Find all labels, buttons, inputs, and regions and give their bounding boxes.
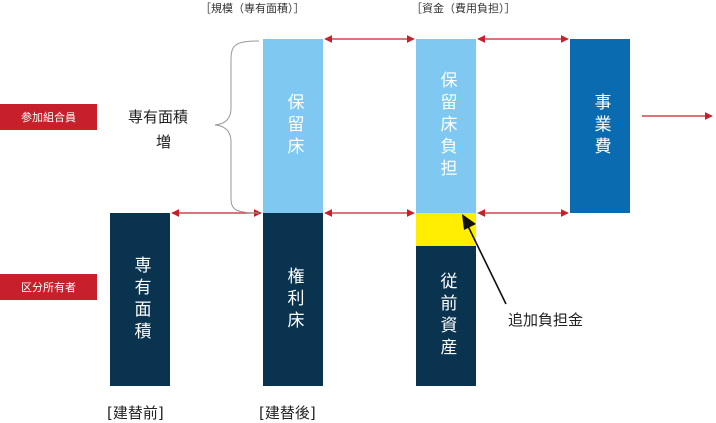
funds-header: ［資金（費用負担）］ xyxy=(411,2,516,15)
owners-badge: 区分所有者 xyxy=(0,274,97,300)
members-badge: 参加組合員 xyxy=(0,104,97,130)
before-rebuild-footer: [建替前] xyxy=(107,404,164,422)
reserved-floor-burden-box: 保留床負担 xyxy=(416,39,476,213)
rights-floor-box: 権利床 xyxy=(263,213,323,386)
area-increase-label-line2: 増 xyxy=(156,133,172,151)
before-area-box: 専有面積 xyxy=(110,213,170,386)
reserved-floor-label: 保留床 xyxy=(283,93,304,159)
before-area-label: 専有面積 xyxy=(130,255,151,344)
after-rebuild-footer: [建替後] xyxy=(259,404,316,422)
previous-assets-box: 従前資産 xyxy=(416,246,476,386)
additional-burden-pointer-head xyxy=(462,214,476,230)
project-cost-label: 事業費 xyxy=(590,93,611,159)
area-increase-brace xyxy=(214,40,260,214)
additional-burden-pointer xyxy=(465,221,507,305)
project-cost-box: 事業費 xyxy=(570,39,630,213)
previous-assets-label: 従前資産 xyxy=(436,272,457,360)
reserved-floor-box: 保留床 xyxy=(263,39,323,213)
rights-floor-label: 権利床 xyxy=(283,266,304,333)
scale-header: ［規模（専有面積）］ xyxy=(200,2,305,15)
area-increase-label-line1: 専有面積 xyxy=(128,108,189,126)
additional-burden-label: 追加負担金 xyxy=(508,311,584,329)
reserved-floor-burden-label: 保留床負担 xyxy=(436,71,457,181)
